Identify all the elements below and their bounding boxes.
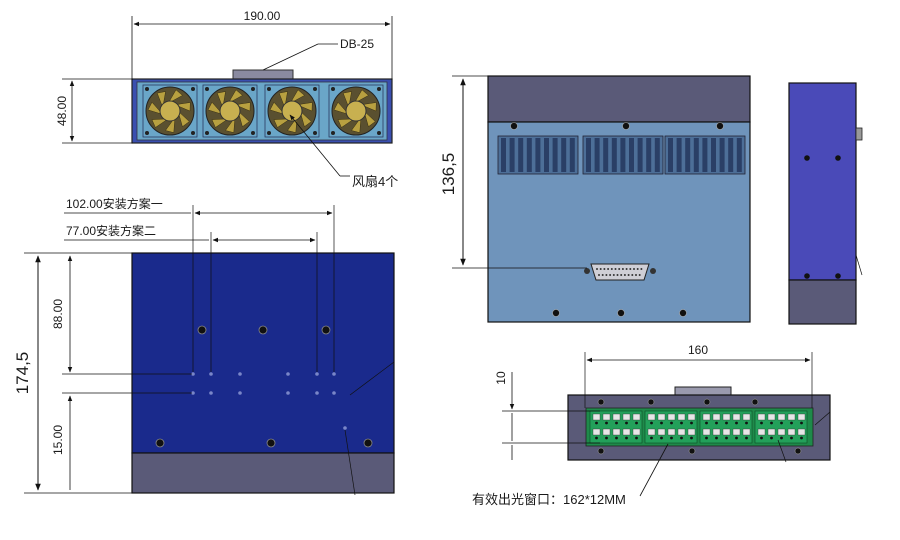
fan-4 xyxy=(328,84,384,138)
db25-connector xyxy=(590,263,650,281)
screw xyxy=(617,309,625,317)
bottom-width-label: 160 xyxy=(688,343,708,357)
bottom-height-label: 10 xyxy=(494,371,508,385)
mount-screw xyxy=(363,438,373,448)
side-base xyxy=(788,279,857,325)
side-housing xyxy=(788,82,857,281)
fan-1 xyxy=(142,84,198,138)
screw xyxy=(622,122,630,130)
front-view: 102.00安装方案一 77.00安装方案二 174,5 88.00 15.00 xyxy=(13,196,395,496)
scheme-two-label: 77.00安装方案二 xyxy=(66,223,156,238)
screw xyxy=(794,447,802,455)
scheme-one-label: 102.00安装方案一 xyxy=(66,196,163,211)
screw xyxy=(688,447,696,455)
mount-screw xyxy=(266,438,276,448)
screw xyxy=(751,398,759,406)
screw xyxy=(597,398,605,406)
mounting-holes xyxy=(155,325,373,448)
front-height-label: 174,5 xyxy=(13,352,32,395)
fans-label: 风扇4个 xyxy=(352,174,398,189)
mount-screw xyxy=(155,438,165,448)
front-base xyxy=(131,452,395,494)
front-housing xyxy=(131,252,395,454)
bottom-view: 160 10 有效出光窗口：162*12MM xyxy=(472,343,831,507)
screw xyxy=(510,122,518,130)
top-height-label: 48.00 xyxy=(55,96,69,126)
screw xyxy=(597,447,605,455)
mount-screw xyxy=(197,325,207,335)
window-label: 有效出光窗口：162*12MM xyxy=(472,492,626,507)
back-view: 136,5 xyxy=(439,75,751,323)
screw xyxy=(647,398,655,406)
back-screws xyxy=(510,122,724,317)
front-lower-label: 15.00 xyxy=(51,425,65,455)
fan-2 xyxy=(202,84,258,138)
connector-label: DB-25 xyxy=(340,37,374,51)
front-upper-label: 88.00 xyxy=(51,299,65,329)
back-top-band xyxy=(487,75,751,123)
screw xyxy=(552,309,560,317)
screw xyxy=(679,309,687,317)
mount-screw xyxy=(258,325,268,335)
screw xyxy=(716,122,724,130)
fan-3 xyxy=(264,84,320,138)
led-array xyxy=(589,410,808,444)
fan-group xyxy=(142,84,384,138)
top-view: 190.00 48.00 DB-25 风扇4个 xyxy=(55,9,398,189)
screw xyxy=(703,398,711,406)
vent-grilles xyxy=(497,135,746,175)
mount-screw xyxy=(321,325,331,335)
side-view xyxy=(788,82,863,325)
back-height-label: 136,5 xyxy=(439,153,458,196)
top-width-label: 190.00 xyxy=(244,9,281,23)
